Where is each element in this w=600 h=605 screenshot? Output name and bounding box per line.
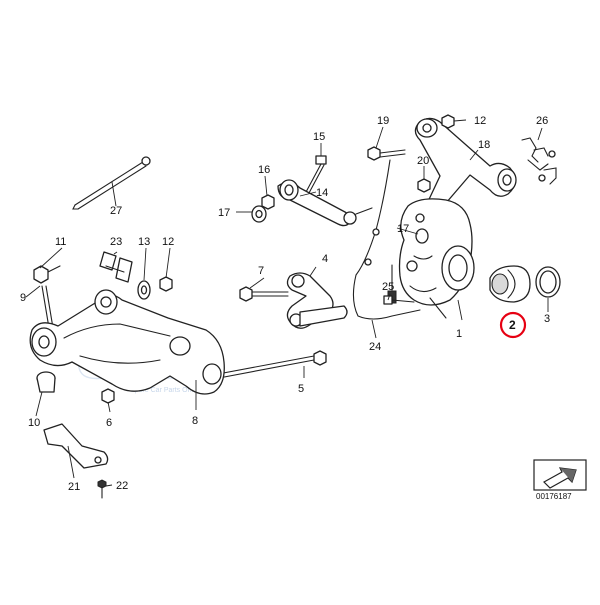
callout-3[interactable]: 3 xyxy=(544,313,550,325)
callout-12-upper[interactable]: 12 xyxy=(474,115,486,127)
callout-18[interactable]: 18 xyxy=(478,139,490,151)
callout-8[interactable]: 8 xyxy=(192,415,198,427)
callout-11[interactable]: 11 xyxy=(55,236,66,248)
part-5-long-bolt[interactable] xyxy=(217,350,327,379)
part-17-washer-right[interactable] xyxy=(415,228,429,244)
part-27-link-rod[interactable] xyxy=(72,156,151,210)
part-8-lower-arm[interactable] xyxy=(29,289,225,395)
part-13-washer[interactable] xyxy=(137,280,151,300)
part-23-bracket[interactable] xyxy=(99,251,133,283)
part-16-nut[interactable] xyxy=(261,194,275,210)
watermark-subtext: Spare Car Parts Online xyxy=(130,387,202,394)
callout-6[interactable]: 6 xyxy=(106,417,112,429)
arrow-shadow xyxy=(560,468,576,482)
part-22-screw[interactable] xyxy=(97,479,107,499)
callout-10[interactable]: 10 xyxy=(28,417,40,429)
callout-19[interactable]: 19 xyxy=(377,115,389,127)
part-7-bolt[interactable] xyxy=(239,286,289,302)
part-4-link[interactable] xyxy=(286,272,348,329)
leader-lines xyxy=(25,119,549,487)
callout-27[interactable]: 27 xyxy=(110,205,122,217)
part-21-plate[interactable] xyxy=(43,423,109,469)
reference-number: 00176187 xyxy=(536,492,572,501)
callout-13[interactable]: 13 xyxy=(138,236,150,248)
callout-9[interactable]: 9 xyxy=(20,292,26,304)
callout-22[interactable]: 22 xyxy=(116,480,128,492)
part-26-clip-set[interactable] xyxy=(521,137,557,185)
part-19-bolt[interactable] xyxy=(367,146,406,161)
callout-5[interactable]: 5 xyxy=(298,383,304,395)
callout-1[interactable]: 1 xyxy=(456,328,462,340)
reference-tag: 00176187 xyxy=(533,459,587,501)
part-10-bushing[interactable] xyxy=(36,371,56,393)
part-14-control-arm[interactable] xyxy=(277,179,373,227)
part-2-bushing[interactable] xyxy=(489,265,531,303)
callout-17-right[interactable]: 17 xyxy=(397,223,409,235)
callout-25[interactable]: 25 xyxy=(382,281,394,293)
part-11-bolt[interactable] xyxy=(33,265,61,284)
part-17-washer-left[interactable] xyxy=(251,205,267,223)
part-18-upper-arm[interactable] xyxy=(414,117,517,215)
callout-labels: 1 2 3 4 5 6 7 8 9 10 11 12 12 13 14 15 1… xyxy=(20,115,550,493)
callout-4[interactable]: 4 xyxy=(322,253,328,265)
part-3-circlip[interactable] xyxy=(535,266,561,298)
callout-12-lower[interactable]: 12 xyxy=(162,236,174,248)
highlight-ring xyxy=(499,311,527,339)
part-6-nut[interactable] xyxy=(101,388,115,404)
callout-16[interactable]: 16 xyxy=(258,164,270,176)
callout-14[interactable]: 14 xyxy=(316,187,328,199)
callout-15[interactable]: 15 xyxy=(313,131,325,143)
callout-23[interactable]: 23 xyxy=(110,236,122,248)
part-20-nut[interactable] xyxy=(417,178,431,193)
callout-7[interactable]: 7 xyxy=(258,265,264,277)
callout-2[interactable]: 2 xyxy=(509,318,516,332)
part-12-nut-lower[interactable] xyxy=(159,276,173,292)
callout-26[interactable]: 26 xyxy=(536,115,548,127)
callout-17-left[interactable]: 17 xyxy=(218,207,230,219)
part-12-nut-upper[interactable] xyxy=(441,114,455,129)
part-1-wheel-carrier[interactable] xyxy=(398,198,475,319)
callout-21[interactable]: 21 xyxy=(68,481,80,493)
callout-20[interactable]: 20 xyxy=(417,155,429,167)
callout-24[interactable]: 24 xyxy=(369,341,381,353)
